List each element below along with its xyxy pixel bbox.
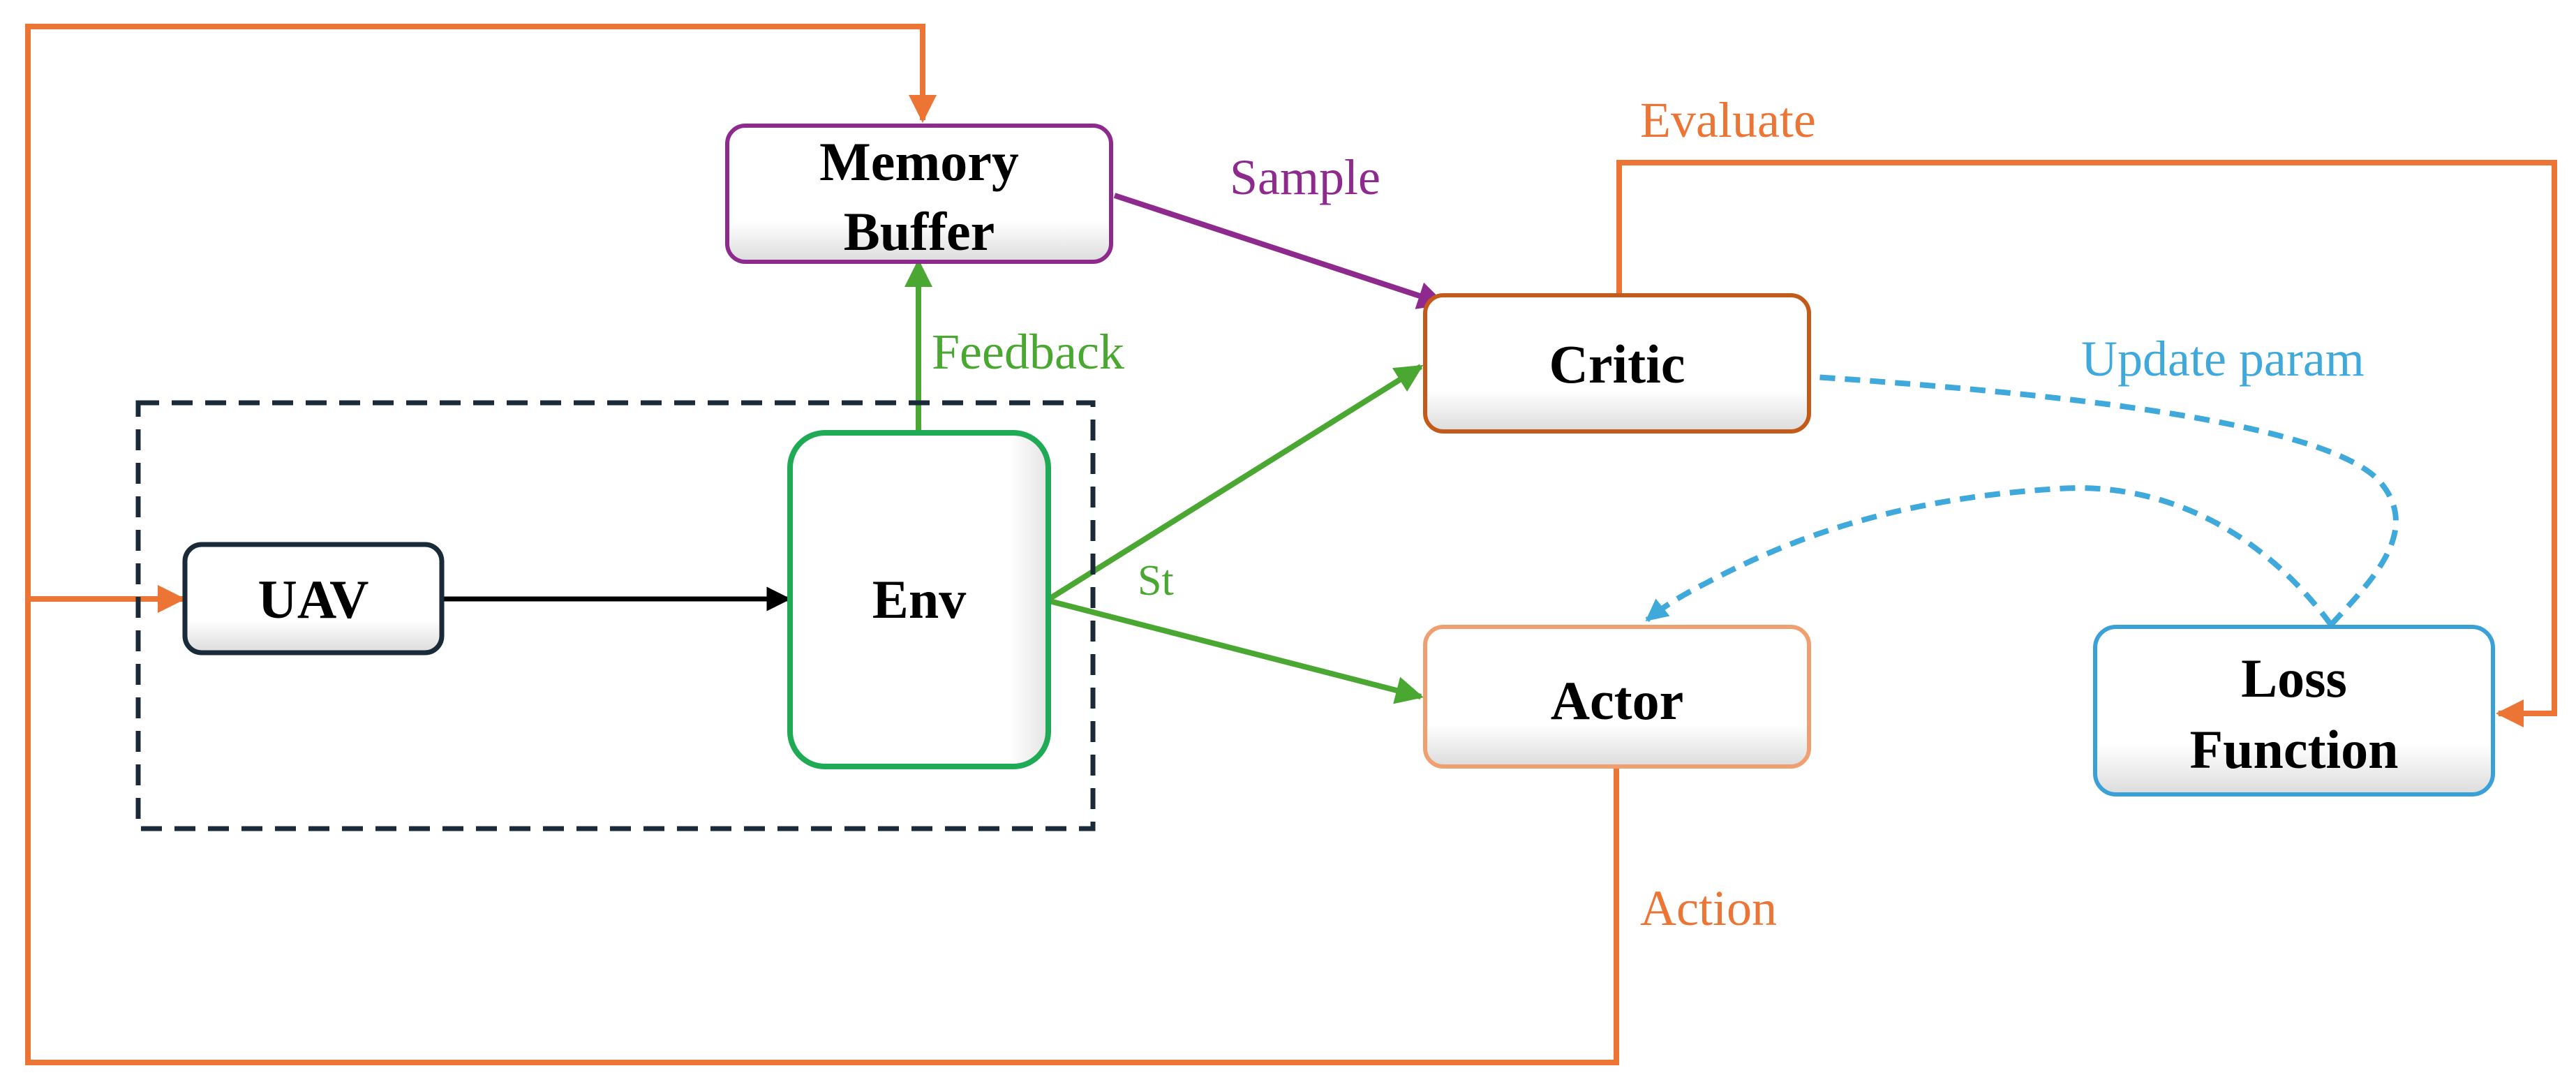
action-loop-line: [25, 24, 1619, 1065]
critic-node: Critic: [1423, 293, 1811, 434]
feedback-label: Feedback: [932, 324, 1124, 380]
environment-group-boundary: [135, 400, 1096, 831]
st-to-actor-arrow: [1046, 598, 1424, 704]
loss-function-node: Loss Function: [2093, 625, 2495, 797]
memory-buffer-label-line2: Buffer: [844, 201, 995, 262]
uav-label: UAV: [258, 569, 369, 630]
critic-label: Critic: [1549, 334, 1685, 394]
update-actor-curve: [1645, 485, 2334, 627]
uav-node: UAV: [182, 542, 445, 655]
evaluate-line: [1616, 160, 2557, 727]
actor-node: Actor: [1423, 625, 1811, 769]
memory-buffer-label-line1: Memory: [819, 131, 1019, 192]
sample-arrow: [1113, 193, 1446, 309]
action-label: Action: [1640, 880, 1777, 936]
evaluate-label: Evaluate: [1640, 92, 1816, 148]
env-label: Env: [872, 569, 966, 630]
update-param-label: Update param: [2081, 331, 2365, 387]
memory-buffer-node: Memory Buffer: [725, 124, 1113, 264]
loss-function-label-line1: Loss: [2241, 648, 2347, 709]
env-node: Env: [787, 430, 1051, 769]
sample-label: Sample: [1230, 149, 1380, 205]
st-to-critic-arrow: [1045, 364, 1424, 603]
loss-function-label-line2: Function: [2189, 719, 2398, 780]
actor-label: Actor: [1551, 670, 1684, 731]
st-label: St: [1138, 557, 1174, 605]
